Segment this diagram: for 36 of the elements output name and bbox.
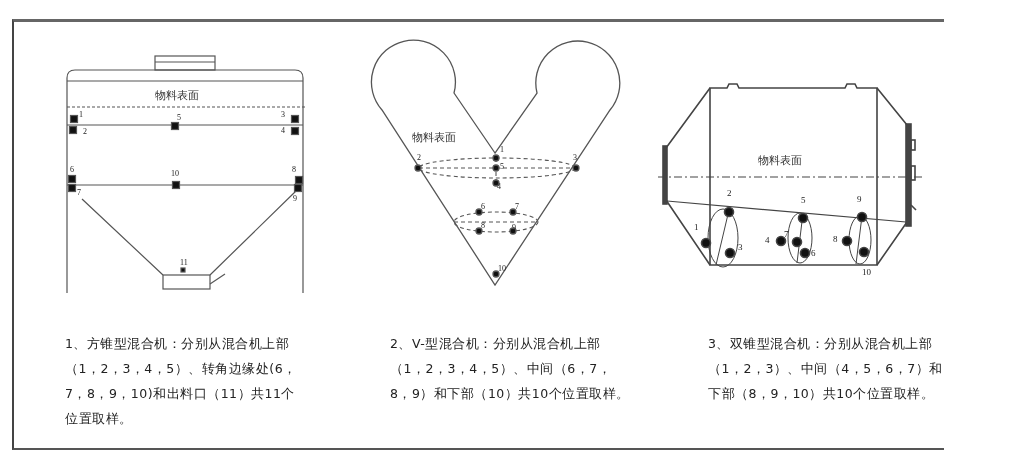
sampling-point-number: 3 bbox=[738, 243, 743, 252]
sampling-point-number: 4 bbox=[765, 236, 770, 245]
sampling-point-number: 2 bbox=[417, 154, 421, 162]
material-surface-label: 物料表面 bbox=[758, 155, 802, 166]
sampling-point-number: 10 bbox=[498, 265, 506, 273]
sampling-point-number: 3 bbox=[281, 111, 285, 119]
sampling-point-number: 10 bbox=[171, 170, 179, 178]
sampling-point-number: 6 bbox=[481, 203, 485, 211]
caption-text: 3、双锥型混合机：分别从混合机上部（1，2，3）、中间（4，5，6，7）和下部（8，9，10）共10个位置取样。 bbox=[708, 335, 944, 403]
material-surface-label: 物料表面 bbox=[412, 132, 456, 143]
sampling-point-number: 5 bbox=[500, 163, 504, 171]
sampling-point-number: 8 bbox=[833, 235, 838, 244]
caption-text: 2、V-型混合机：分别从混合机上部（1，2，3，4，5）、中间（6，7，8，9）和下部（10）共10个位置取样。 bbox=[390, 335, 630, 403]
sampling-point-number: 3 bbox=[573, 154, 577, 162]
sampling-point-number: 8 bbox=[481, 222, 485, 230]
caption-text: 1、方锥型混合机：分别从混合机上部（1，2，3，4，5）、转角边缘处(6，7，8，9，10)和出料口（11）共11个位置取样。 bbox=[65, 335, 298, 428]
sampling-point-number: 9 bbox=[857, 195, 862, 204]
sampling-point-number: 7 bbox=[515, 203, 519, 211]
sampling-point-number: 1 bbox=[500, 146, 504, 154]
sampling-point-number: 6 bbox=[811, 249, 816, 258]
sampling-point-number: 7 bbox=[77, 189, 81, 197]
sampling-point-number: 10 bbox=[862, 268, 871, 277]
sampling-point-number: 11 bbox=[180, 259, 188, 267]
sampling-point-number: 8 bbox=[292, 166, 296, 174]
sampling-point-number: 4 bbox=[281, 127, 285, 135]
material-surface-label: 物料表面 bbox=[155, 90, 199, 101]
sampling-point-number: 6 bbox=[70, 166, 74, 174]
sampling-point-number: 2 bbox=[83, 128, 87, 136]
sampling-point-number: 4 bbox=[497, 183, 501, 191]
sampling-point-number: 2 bbox=[727, 189, 732, 198]
sampling-point-number: 5 bbox=[801, 196, 806, 205]
sampling-point-number: 1 bbox=[79, 111, 83, 119]
sampling-point-number: 9 bbox=[293, 195, 297, 203]
sampling-point-number: 7 bbox=[784, 230, 789, 239]
sampling-point-number: 1 bbox=[694, 223, 699, 232]
sampling-point-number: 5 bbox=[177, 114, 181, 122]
